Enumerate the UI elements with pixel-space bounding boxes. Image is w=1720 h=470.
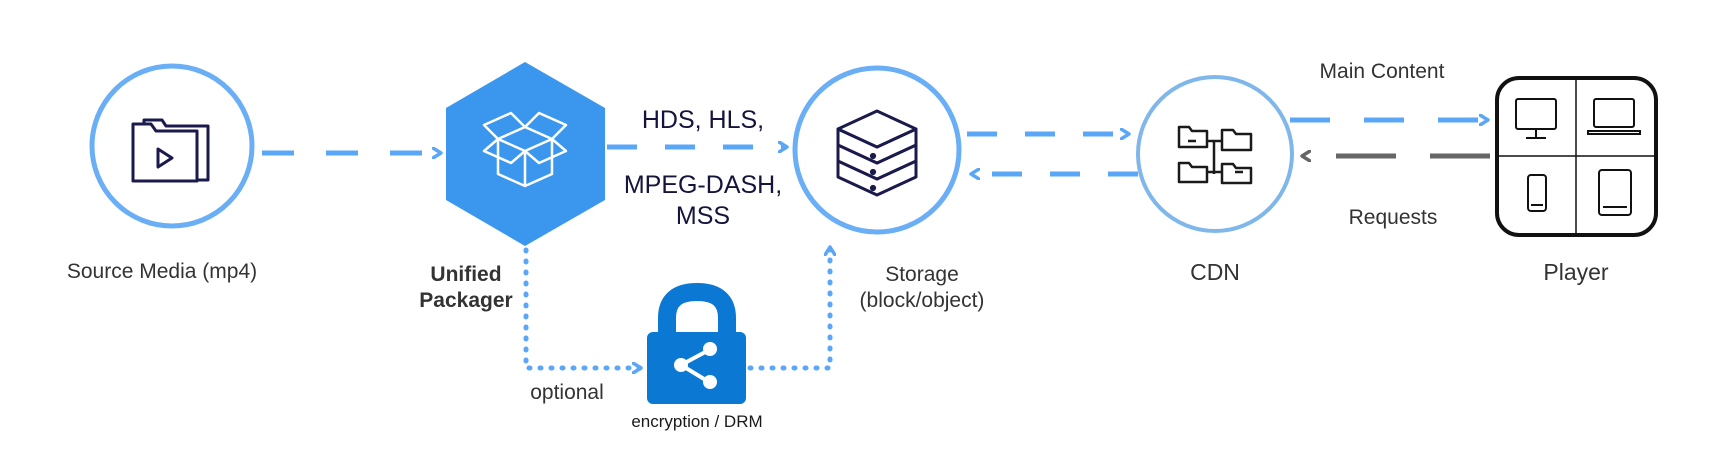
folder-network-icon [1177,125,1253,185]
source-media-label: Source Media (mp4) [67,260,257,283]
requests-label: Requests [1349,206,1438,229]
storage-label-line1: Storage [885,263,959,286]
packager-label-line1: Unified [430,263,501,286]
drm-node: encryption / DRM [631,282,763,431]
video-folder-icon [131,118,210,183]
server-stack-icon [836,109,918,197]
cdn-label: CDN [1190,259,1240,285]
unified-packager-node: Unified Packager [419,62,605,312]
tablet-icon [1598,169,1632,216]
player-node: Player [1495,76,1658,285]
packager-to-drm-dotted-arrow [523,247,640,368]
share-lock-icon [647,282,746,404]
phone-icon [1527,174,1547,212]
main-content-label: Main Content [1320,60,1445,83]
source-media-node: Source Media (mp4) [67,63,257,283]
storage-label-line2: (block/object) [860,289,985,312]
drm-to-storage-dotted-arrow [747,248,830,371]
open-box-icon [482,111,568,188]
formats-label-line1: HDS, HLS, [642,106,764,134]
storage-node: Storage (block/object) [792,65,985,312]
formats-label-line2: MPEG-DASH, [624,171,782,199]
formats-label-line3: MSS [676,202,730,230]
drm-label: encryption / DRM [631,412,762,431]
laptop-icon [1587,98,1641,135]
optional-label: optional [530,381,604,404]
packager-label-line2: Packager [419,289,512,312]
player-label: Player [1543,259,1609,285]
monitor-icon [1515,98,1557,139]
cdn-node: CDN [1136,75,1294,285]
